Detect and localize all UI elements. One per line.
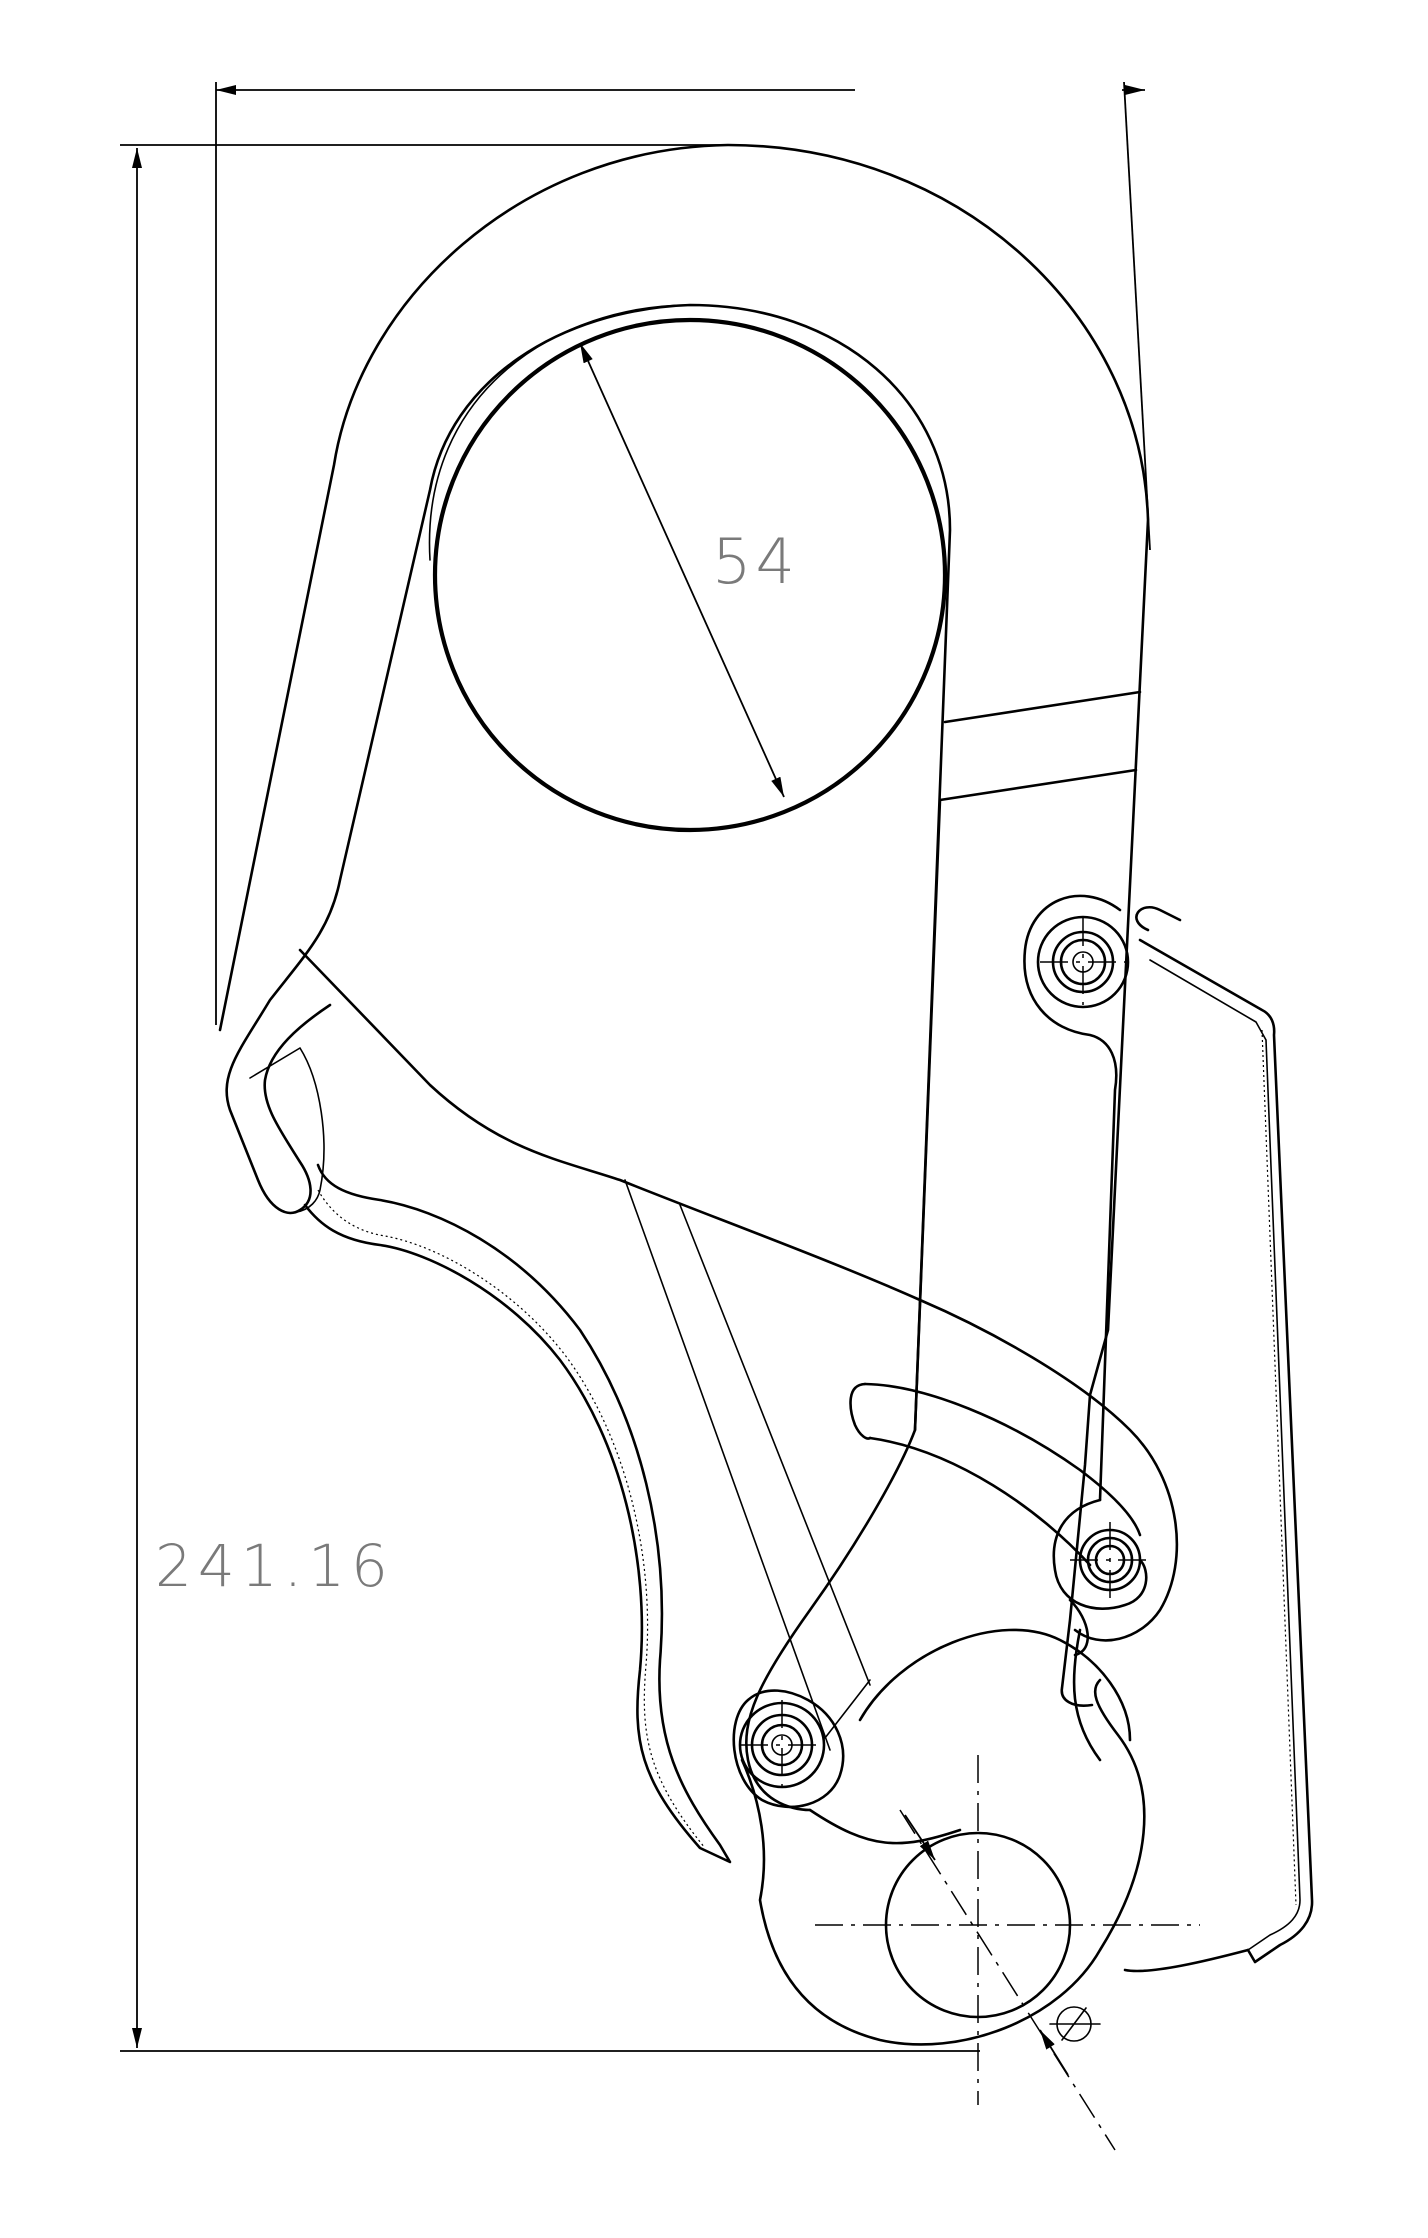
diameter-symbol xyxy=(1049,2006,1101,2042)
bottom-hole xyxy=(815,1755,1200,2151)
lower-lever xyxy=(298,948,1179,1864)
hook-outer-profile xyxy=(218,143,1150,1707)
hook-inner-profile xyxy=(225,303,952,1432)
hook-body xyxy=(218,143,1150,1707)
gate xyxy=(1123,906,1314,1973)
height-dimension: 241.16 xyxy=(120,144,980,2052)
width-dimension xyxy=(215,81,1151,1025)
pin-lower xyxy=(732,1689,845,1809)
crossbar-upper xyxy=(943,690,1142,724)
eye-circle: 54 xyxy=(428,304,951,833)
overall-height-label: 241.16 xyxy=(155,1532,394,1600)
shank xyxy=(740,798,1146,2046)
lever-arm xyxy=(298,948,1179,1642)
gate-inner xyxy=(1149,959,1301,1951)
gate-outer xyxy=(1138,938,1314,1964)
lever-outline xyxy=(303,1163,732,1864)
diameter-dimension-line xyxy=(579,342,785,798)
pin-middle xyxy=(1052,1498,1150,1610)
pin-upper xyxy=(1023,894,1130,1502)
eye-diameter-label: 54 xyxy=(712,525,799,598)
slot xyxy=(849,1382,1142,1657)
crossbar-lower xyxy=(938,768,1138,802)
